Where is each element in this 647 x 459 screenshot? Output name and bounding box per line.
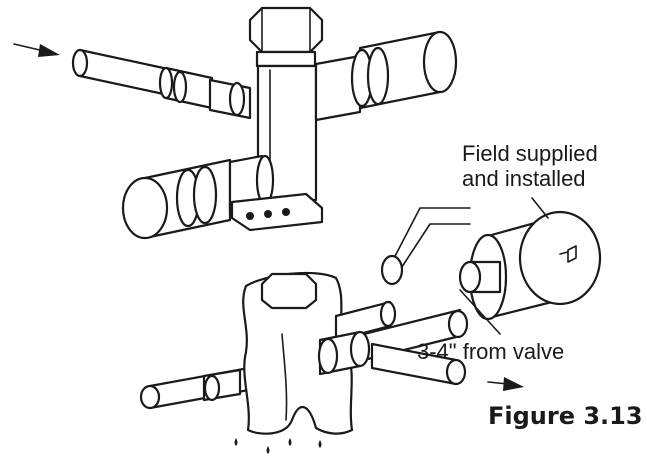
inlet-tube: [71, 48, 252, 120]
distance-leader: [459, 289, 501, 335]
field-supplied-label: Field supplied and installed: [462, 141, 598, 192]
water-drips: [234, 438, 322, 454]
top-service-valve: [13, 6, 458, 240]
field-supplied-line1: Field supplied: [462, 141, 598, 166]
flow-out-arrow: [487, 377, 524, 391]
bottom-service-valve: [139, 271, 469, 454]
distance-label: 3-4" from valve: [417, 339, 565, 364]
brazing-torch: [380, 207, 471, 286]
valve-base: [230, 192, 324, 232]
figure-label: Figure 3.13: [488, 402, 643, 430]
field-supplied-line2: and installed: [462, 166, 586, 192]
top-hex-cap: [248, 6, 324, 68]
wet-rag: [242, 271, 354, 435]
upper-right-fitting: [314, 30, 458, 122]
bottom-hex-cap: [260, 272, 318, 310]
field-supplied-component: [458, 197, 602, 321]
flow-in-arrow: [13, 43, 60, 57]
